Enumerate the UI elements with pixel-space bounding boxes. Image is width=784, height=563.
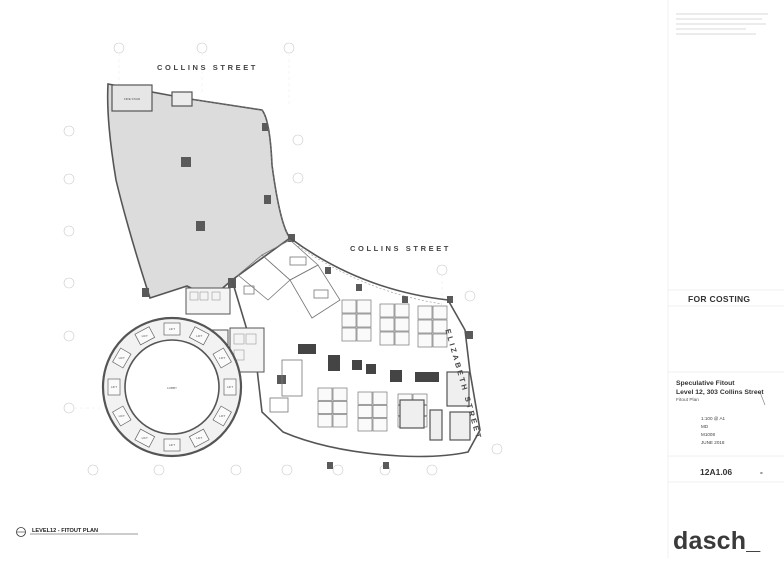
lift-label: LIFT: [169, 327, 175, 331]
drawing-number: 12A1.06: [700, 467, 733, 477]
lift-car: [212, 347, 232, 369]
lift-label: LIFT: [196, 334, 202, 338]
workstation-bench: [341, 327, 357, 342]
workstation-bench: [432, 305, 448, 320]
workstation-bench: [356, 313, 372, 328]
lift-car: [163, 438, 181, 452]
lift-label: LIFT: [142, 436, 148, 440]
lift-label: LIFT: [219, 414, 225, 418]
plan-title: LEVEL12 - FITOUT PLAN: [32, 528, 99, 534]
unleased-tenancy-area: [106, 83, 292, 300]
grid-lines: [74, 53, 443, 409]
workstation-bench: [332, 387, 348, 401]
lift-car: [223, 378, 237, 396]
stair-wall: [171, 91, 193, 107]
lift-car: [112, 405, 132, 427]
lift-label: LIFT: [142, 334, 148, 338]
lift-core-inner: [124, 339, 220, 435]
dasch-logo: dasch_: [673, 527, 761, 555]
lift-label: LIFT: [119, 356, 125, 360]
facade-glazing: [261, 109, 291, 239]
fire-stair: [111, 84, 153, 112]
workstation-bench: [357, 418, 373, 432]
workstation-bench: [372, 418, 388, 432]
workstation-bench: [357, 404, 373, 419]
workstation-bench: [372, 391, 388, 405]
drawing-scale: 1:100 @ A1: [701, 416, 726, 421]
issue-status: FOR COSTING: [688, 294, 751, 304]
workstation-bench: [317, 387, 333, 401]
lift-label: LIFT: [196, 436, 202, 440]
workstation-bench: [317, 400, 333, 415]
east-core: [399, 371, 471, 441]
workstation-bench: [394, 317, 410, 332]
lift-label: LIFT: [227, 385, 233, 389]
workstations: [317, 299, 448, 432]
workstation-bench: [332, 400, 348, 415]
lift-label: LIFT: [119, 414, 125, 418]
lift-car: [163, 322, 181, 336]
street-label-collins-south: COLLINS STREET: [350, 244, 451, 253]
workstation-bench: [317, 414, 333, 428]
workstation-bench: [341, 299, 357, 314]
kitchen-bench: [269, 359, 303, 413]
job-number: M1008: [701, 432, 716, 437]
toilet-fixtures: [189, 291, 257, 361]
facade-glazing-top: [189, 98, 263, 111]
workstation-bench: [394, 331, 410, 346]
workstation-bench: [379, 317, 395, 332]
structural-columns: [142, 123, 473, 469]
meeting-rooms: [237, 239, 341, 319]
workstation-bench: [356, 299, 372, 314]
lift-car: [107, 378, 121, 396]
workstation-bench: [356, 327, 372, 342]
workstation-bench: [357, 391, 373, 405]
workstation-bench: [432, 319, 448, 334]
lift-car: [188, 428, 210, 448]
issue-date: JUNE 2018: [701, 440, 725, 445]
project-name: Speculative Fitout Level 12, 303 Collins…: [676, 380, 764, 397]
lift-label: LIFT: [169, 443, 175, 447]
drawn-by: MD: [701, 424, 709, 429]
lift-car: [134, 326, 156, 346]
drawing-title: Fitout Plan: [676, 398, 699, 403]
lift-label: LIFT: [111, 385, 117, 389]
workstation-bench: [379, 303, 395, 318]
street-label-collins-north: COLLINS STREET: [157, 63, 258, 72]
grid-bubbles: [63, 42, 503, 476]
svg-text:FIRE STAIR: FIRE STAIR: [124, 97, 141, 101]
lift-car: [112, 347, 132, 369]
lift-cars: LIFT LIFT LIFT LIFT LIFT LIFT LIFT LIFT LIFT LIFT…: [107, 322, 237, 452]
lift-car: [188, 326, 210, 346]
workstation-bench: [372, 404, 388, 419]
workstation-bench: [432, 333, 448, 348]
lift-car: [134, 428, 156, 448]
north-arrow: [759, 391, 766, 406]
project-line-2: Level 12, 303 Collins Street: [676, 388, 764, 396]
lift-label: LIFT: [219, 356, 225, 360]
workstation-bench: [417, 319, 433, 334]
breakout-tables: [298, 344, 439, 382]
workstation-bench: [341, 313, 357, 328]
lift-car: [212, 405, 232, 427]
workstation-bench: [332, 414, 348, 428]
workstation-bench: [417, 333, 433, 348]
office-tenancy-outline: [231, 237, 481, 458]
workstation-bench: [379, 331, 395, 346]
lobby-label: LOBBY: [167, 386, 177, 390]
general-notes-block: [676, 10, 776, 40]
workstation-bench: [417, 305, 433, 320]
revision: -: [760, 467, 763, 477]
workstation-bench: [394, 303, 410, 318]
project-line-1: Speculative Fitout: [676, 380, 735, 387]
